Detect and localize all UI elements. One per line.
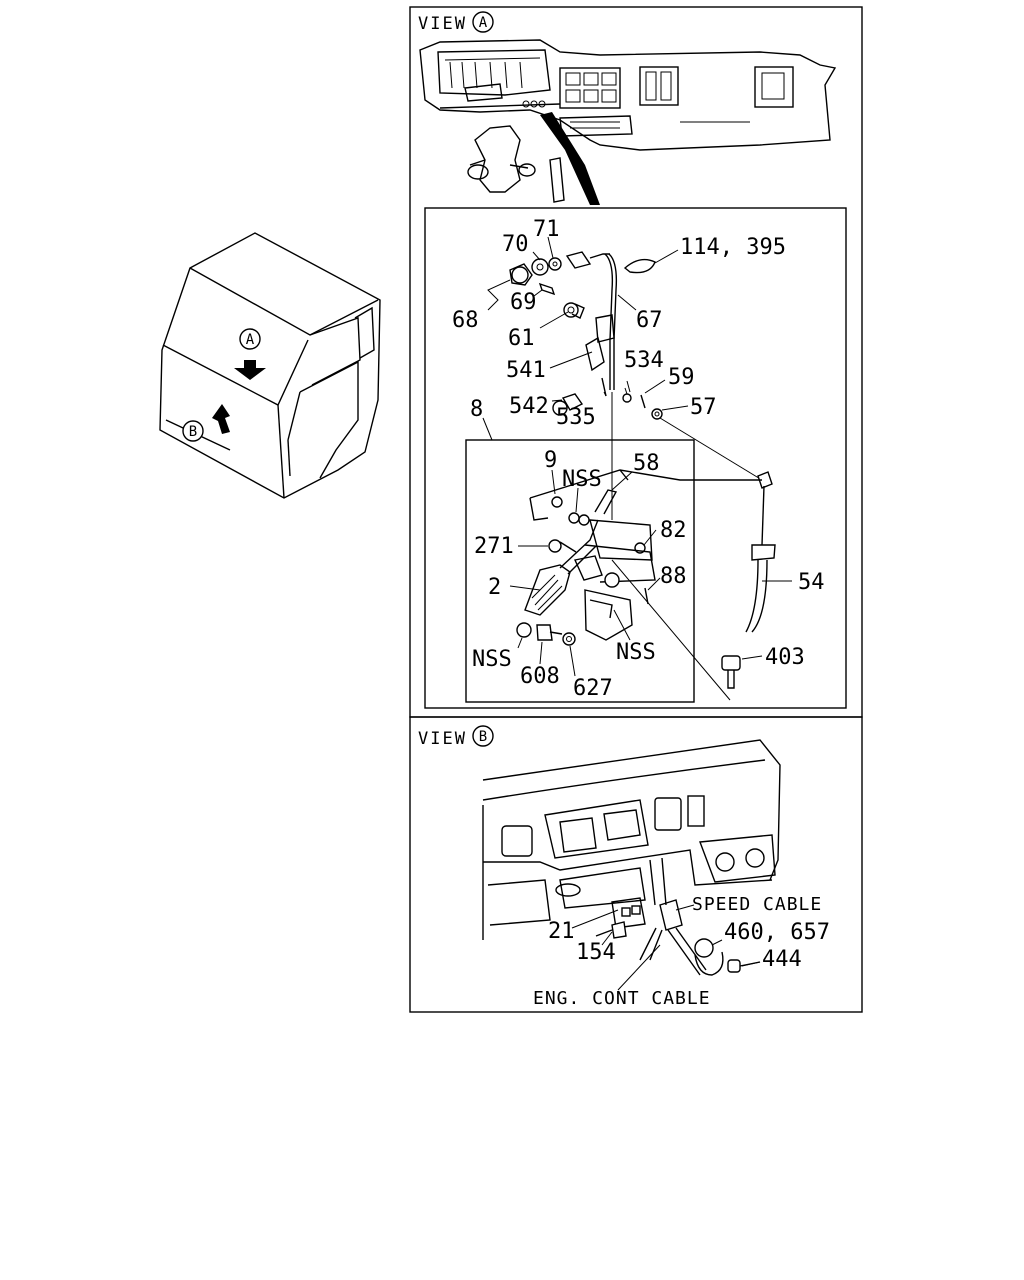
view-a-labels: 70 71 114, 395 68 69 61 67 541 534 542 5…	[452, 217, 825, 701]
view-a-title: VIEW	[418, 14, 467, 34]
view-b-labels: SPEED CABLE 21 460, 657 154 444 ENG. CON…	[533, 894, 830, 1009]
label-154: 154	[576, 940, 616, 965]
label-82: 82	[660, 518, 687, 543]
label-59: 59	[668, 365, 695, 390]
label-69: 69	[510, 290, 537, 315]
label-61: 61	[508, 326, 535, 351]
view-a-leaders	[482, 236, 792, 677]
label-68: 68	[452, 308, 479, 333]
view-b-sketch	[482, 739, 781, 976]
pedal-assembly	[516, 469, 762, 701]
label-542: 542	[509, 394, 549, 419]
view-b-frame	[409, 716, 863, 1013]
label-nss-right: NSS	[616, 640, 656, 665]
cab-marker-b: B	[189, 424, 197, 440]
label-608: 608	[520, 664, 560, 689]
pedal-assembly-box	[465, 439, 695, 703]
cab-marker-a: A	[246, 332, 255, 348]
label-444: 444	[762, 947, 802, 972]
view-a-parts	[509, 251, 776, 689]
label-eng-cont-cable: ENG. CONT CABLE	[533, 988, 711, 1009]
label-403: 403	[765, 645, 805, 670]
label-460-657: 460, 657	[724, 920, 830, 945]
view-a-marker: A	[479, 15, 488, 31]
label-nss-top: NSS	[562, 467, 602, 492]
label-271: 271	[474, 534, 514, 559]
view-b-marker: B	[479, 729, 487, 745]
label-114-395: 114, 395	[680, 235, 786, 260]
dashboard-sketch	[419, 39, 837, 205]
label-70: 70	[502, 232, 529, 257]
label-534: 534	[624, 348, 664, 373]
assembly-box	[424, 207, 847, 709]
label-9: 9	[544, 448, 557, 473]
label-88: 88	[660, 564, 687, 589]
label-57: 57	[690, 395, 717, 420]
view-b-title: VIEW	[418, 729, 467, 749]
label-speed-cable: SPEED CABLE	[692, 894, 822, 915]
label-8: 8	[470, 397, 483, 422]
label-71: 71	[533, 217, 560, 242]
label-535: 535	[556, 405, 596, 430]
label-627: 627	[573, 676, 613, 701]
label-nss-left: NSS	[472, 647, 512, 672]
view-b-leaders	[571, 904, 761, 991]
label-58: 58	[633, 451, 660, 476]
label-541: 541	[506, 358, 546, 383]
label-21: 21	[548, 919, 575, 944]
label-2: 2	[488, 575, 501, 600]
label-67: 67	[636, 308, 663, 333]
cab-illustration: A B	[159, 232, 381, 499]
label-54: 54	[798, 570, 825, 595]
